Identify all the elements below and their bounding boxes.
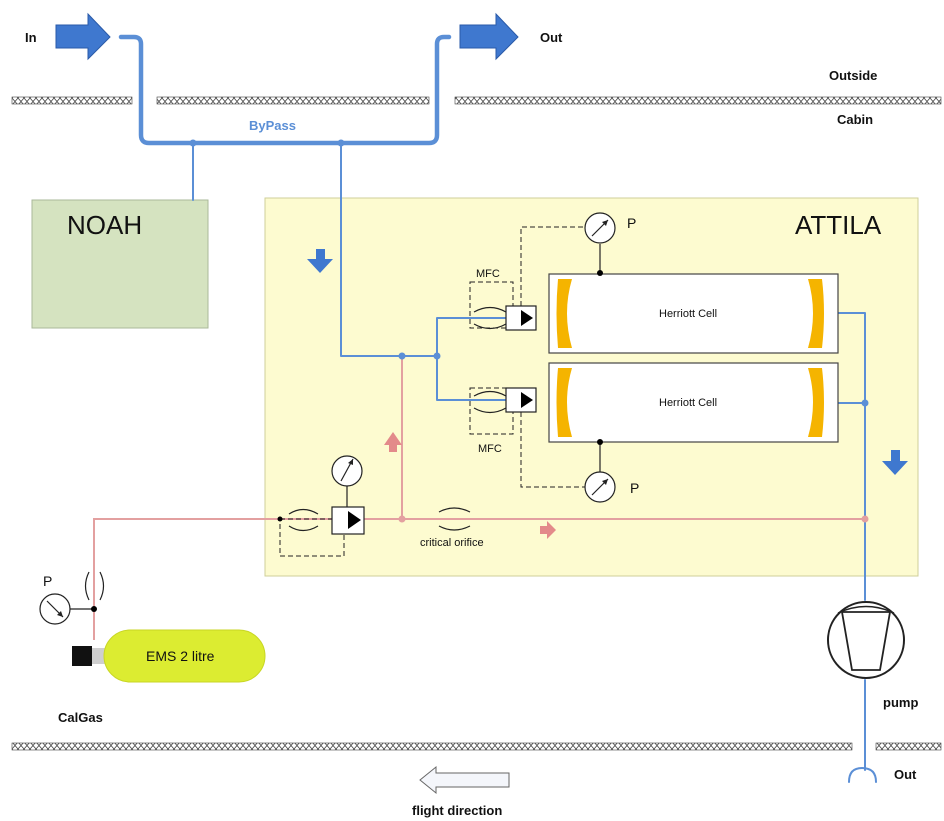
label-p-top: P — [627, 215, 636, 231]
junction-dots — [189, 139, 869, 523]
label-p-cylinder: P — [43, 573, 52, 589]
air-flow-lines — [118, 34, 877, 783]
label-flight-direction: flight direction — [412, 803, 502, 818]
herriott-cell-top — [548, 273, 839, 354]
label-critical-orifice: critical orifice — [420, 537, 484, 549]
mfc-top-control-line — [520, 226, 586, 306]
label-out-top: Out — [540, 30, 563, 45]
label-pump: pump — [883, 695, 918, 710]
pressure-gauge-top — [584, 212, 616, 276]
flight-direction-arrow — [419, 765, 510, 795]
label-herriott-top: Herriott Cell — [659, 308, 717, 320]
label-in: In — [25, 30, 37, 45]
cylinder-pressure-gauge — [39, 571, 105, 625]
label-outside: Outside — [829, 68, 877, 83]
herriott-cell-bottom — [548, 362, 839, 443]
outlet-arrow — [459, 12, 519, 61]
label-p-bottom: P — [630, 480, 639, 496]
label-attila: ATTILA — [795, 210, 882, 240]
label-ems: EMS 2 litre — [146, 648, 215, 664]
label-herriott-bottom: Herriott Cell — [659, 397, 717, 409]
flow-down-arrow-right — [882, 450, 908, 475]
calgas-flow-controller — [277, 455, 365, 557]
pressure-gauge-bottom — [584, 439, 616, 503]
label-mfc-top: MFC — [476, 268, 500, 280]
flow-down-arrow-left — [307, 249, 333, 273]
calgas-right-arrow — [540, 521, 556, 539]
label-out-bottom: Out — [894, 767, 917, 782]
calgas-lines — [93, 356, 865, 640]
mfc-bottom — [469, 387, 537, 435]
critical-orifice — [438, 507, 471, 531]
ems-gas-cylinder — [72, 629, 266, 683]
calgas-up-arrow — [384, 432, 402, 452]
label-mfc-bottom: MFC — [478, 443, 502, 455]
mfc-top — [469, 281, 537, 331]
label-bypass: ByPass — [249, 118, 296, 133]
label-noah: NOAH — [67, 210, 142, 240]
fuselage-wall-top — [11, 96, 942, 105]
inlet-arrow — [55, 12, 111, 61]
label-cabin: Cabin — [837, 112, 873, 127]
pump — [827, 601, 905, 679]
label-calgas: CalGas — [58, 710, 103, 725]
mfc-bottom-control-line — [520, 412, 586, 488]
fuselage-wall-bottom — [11, 742, 942, 751]
noah-instrument-box — [31, 199, 209, 329]
